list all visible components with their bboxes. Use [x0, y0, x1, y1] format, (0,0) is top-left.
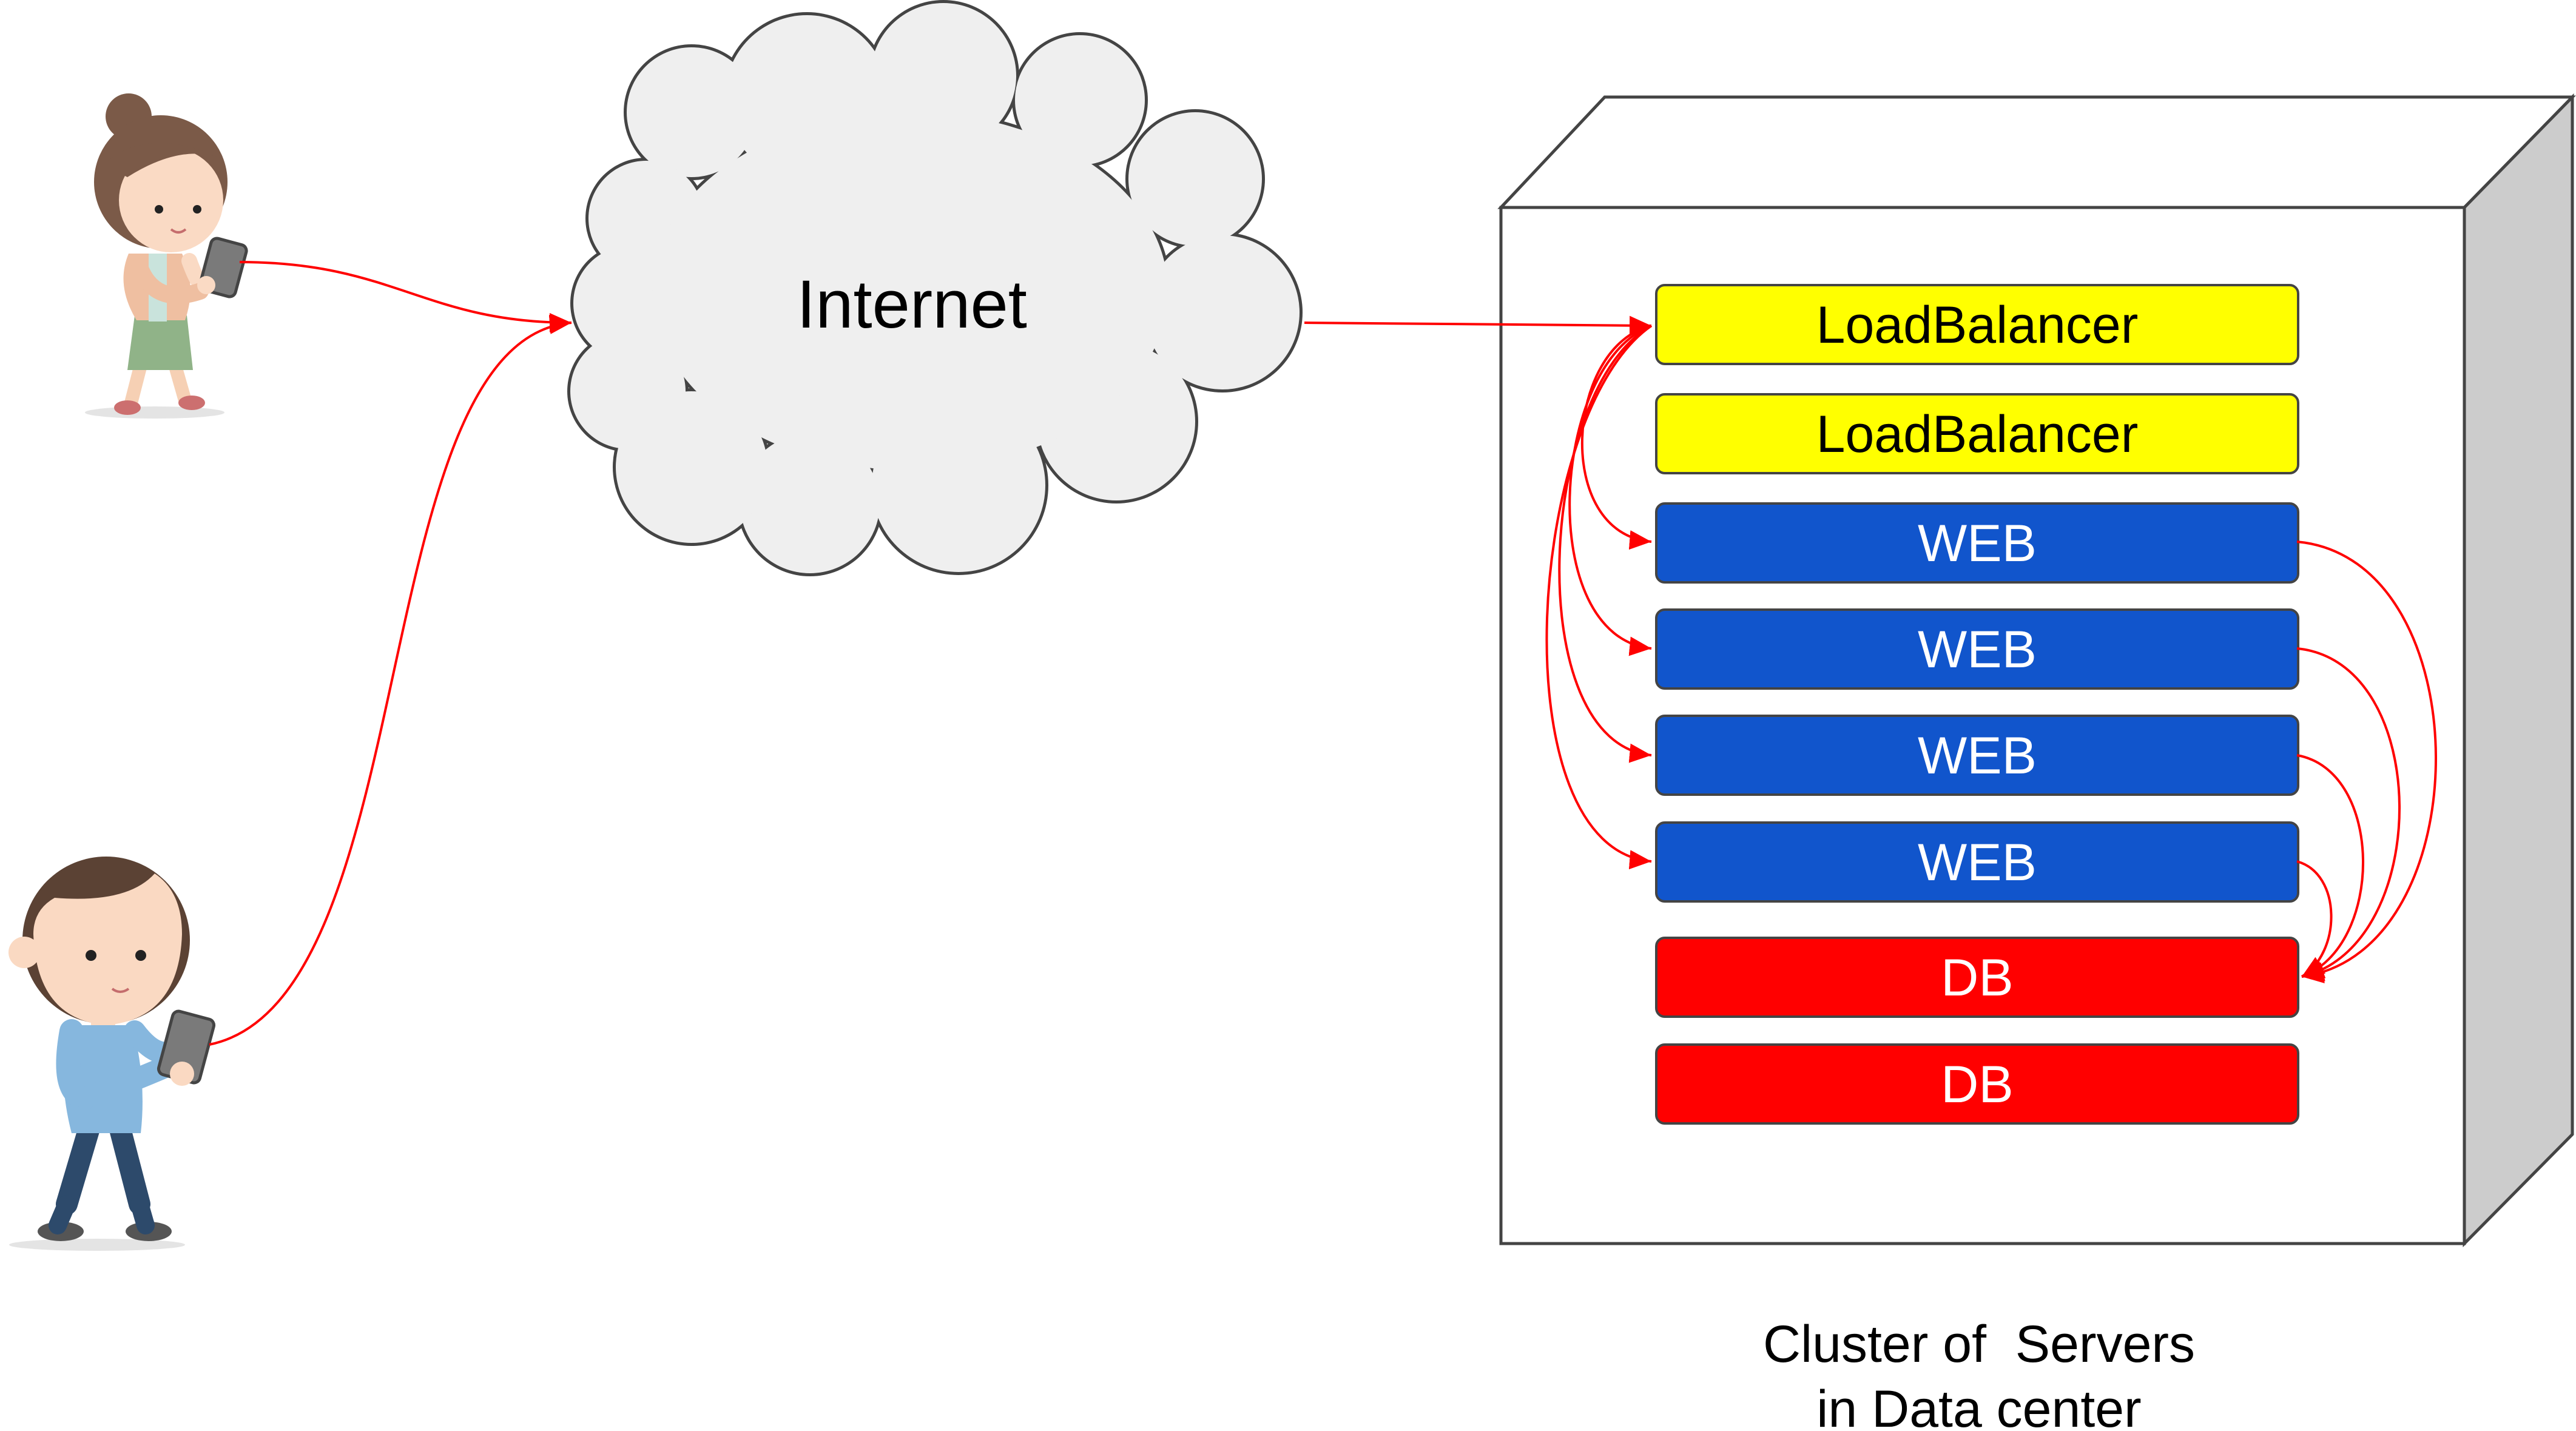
- arrow-internet-to-loadbalancer: [1304, 315, 1652, 335]
- cloud-label: Internet: [797, 266, 1027, 342]
- server-label: WEB: [1918, 514, 2037, 573]
- arrow-lb-to-web-1: [1580, 325, 1652, 550]
- server-bar: [1655, 393, 2299, 474]
- arrow-web-1-to-db: [2296, 540, 2437, 983]
- arrow-web-4-to-db: [2296, 860, 2333, 978]
- server-bar: [1655, 937, 2299, 1018]
- server-db-8: DB: [1655, 1043, 2299, 1125]
- server-db-7: DB: [1655, 937, 2299, 1018]
- internet-cloud: Internet: [567, 0, 1303, 576]
- arrow-web-3-to-db: [2296, 754, 2364, 978]
- caption-line-1: Cluster of Servers: [1763, 1315, 2195, 1373]
- arrow-lb-to-web-4: [1545, 325, 1653, 869]
- user-woman-icon: [85, 93, 248, 419]
- server-web-6: WEB: [1655, 821, 2299, 903]
- arrow-woman-to-internet: [239, 261, 572, 332]
- server-web-4: WEB: [1655, 608, 2299, 690]
- server-label: WEB: [1918, 727, 2037, 785]
- server-label: DB: [1941, 949, 2013, 1007]
- server-label: WEB: [1918, 621, 2037, 679]
- server-label: DB: [1941, 1056, 2013, 1114]
- server-bar: [1655, 284, 2299, 365]
- server-web-5: WEB: [1655, 715, 2299, 796]
- server-label: LoadBalancer: [1816, 405, 2139, 463]
- arrow-lb-to-web-2: [1568, 325, 1652, 656]
- arrow-web-2-to-db: [2296, 647, 2401, 981]
- server-label: WEB: [1918, 833, 2037, 892]
- server-loadbalancer-2: LoadBalancer: [1655, 393, 2299, 474]
- server-loadbalancer-1: LoadBalancer: [1655, 284, 2299, 365]
- connection-arrows: [209, 261, 2437, 1046]
- arrow-man-to-internet: [209, 315, 572, 1046]
- user-man-icon: [8, 857, 216, 1251]
- caption-line-2: in Data center: [1816, 1380, 2141, 1431]
- server-bar: [1655, 1043, 2299, 1125]
- server-web-3: WEB: [1655, 502, 2299, 584]
- server-label: LoadBalancer: [1816, 296, 2139, 354]
- arrow-lb-to-web-3: [1558, 325, 1652, 763]
